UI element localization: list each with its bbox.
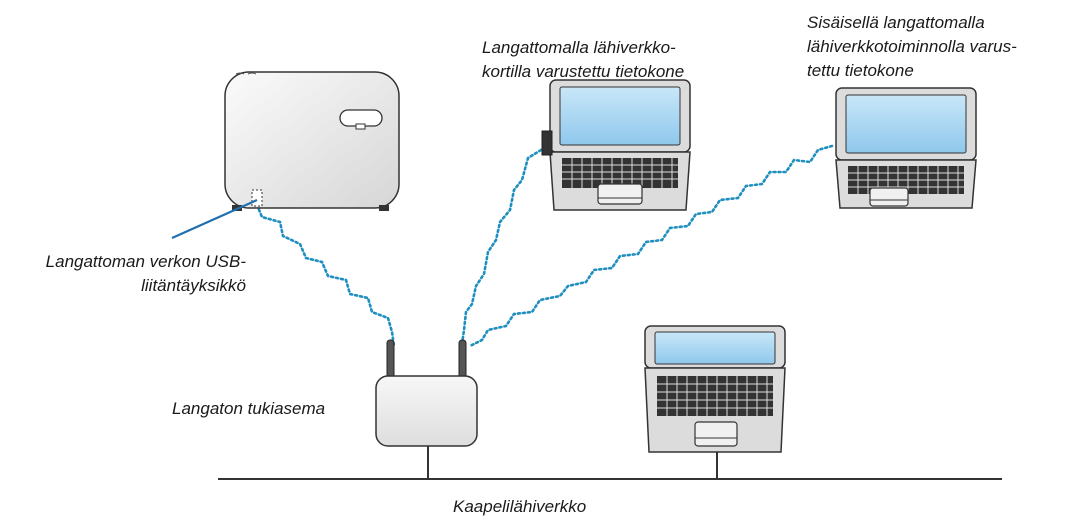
label-laptop-lan-card-line-2: kortilla varustettu tietokone <box>482 62 685 81</box>
label-laptop-internal-wireless: Sisäisellä langattomalla lähiverkkotoimi… <box>807 11 1017 83</box>
laptop-wired <box>644 325 786 453</box>
label-laptop-internal-line-1: Sisäisellä langattomalla <box>807 13 985 32</box>
wireless-link-laptop-card <box>460 148 543 346</box>
label-usb-adapter: Langattoman verkon USB- liitäntäyksikkö <box>8 250 246 298</box>
wireless-links <box>255 144 834 348</box>
label-usb-adapter-line-1: Langattoman verkon USB- <box>45 252 246 271</box>
touchpad <box>694 421 738 447</box>
label-laptop-lan-card-line-1: Langattomalla lähiverkko- <box>482 38 676 57</box>
wired-lan-network <box>218 446 1002 480</box>
touchpad <box>869 187 909 207</box>
wireless-link-projector <box>255 203 396 348</box>
laptop-icon <box>835 87 977 209</box>
label-laptop-internal-line-3: tettu tietokone <box>807 61 914 80</box>
wireless-access-point-icon <box>375 339 478 447</box>
label-access-point: Langaton tukiasema <box>172 399 326 418</box>
usb-pointer-line <box>171 198 258 240</box>
laptop-icon <box>549 79 691 211</box>
laptop-with-lan-card <box>541 79 691 211</box>
label-usb-adapter-line-2: liitäntäyksikkö <box>141 276 246 295</box>
touchpad <box>597 183 643 205</box>
laptop-icon <box>644 325 786 453</box>
usb-adapter-icon <box>251 189 263 207</box>
laptop-with-internal-wireless <box>835 87 977 209</box>
lan-card-icon <box>541 130 553 156</box>
label-wired-lan: Kaapelilähiverkko <box>453 497 587 516</box>
label-laptop-lan-card: Langattomalla lähiverkko- kortilla varus… <box>482 36 684 84</box>
label-laptop-internal-line-2: lähiverkkotoiminnolla varus- <box>807 37 1017 56</box>
projector-icon <box>224 71 400 211</box>
wireless-link-laptop-internal <box>468 144 834 348</box>
